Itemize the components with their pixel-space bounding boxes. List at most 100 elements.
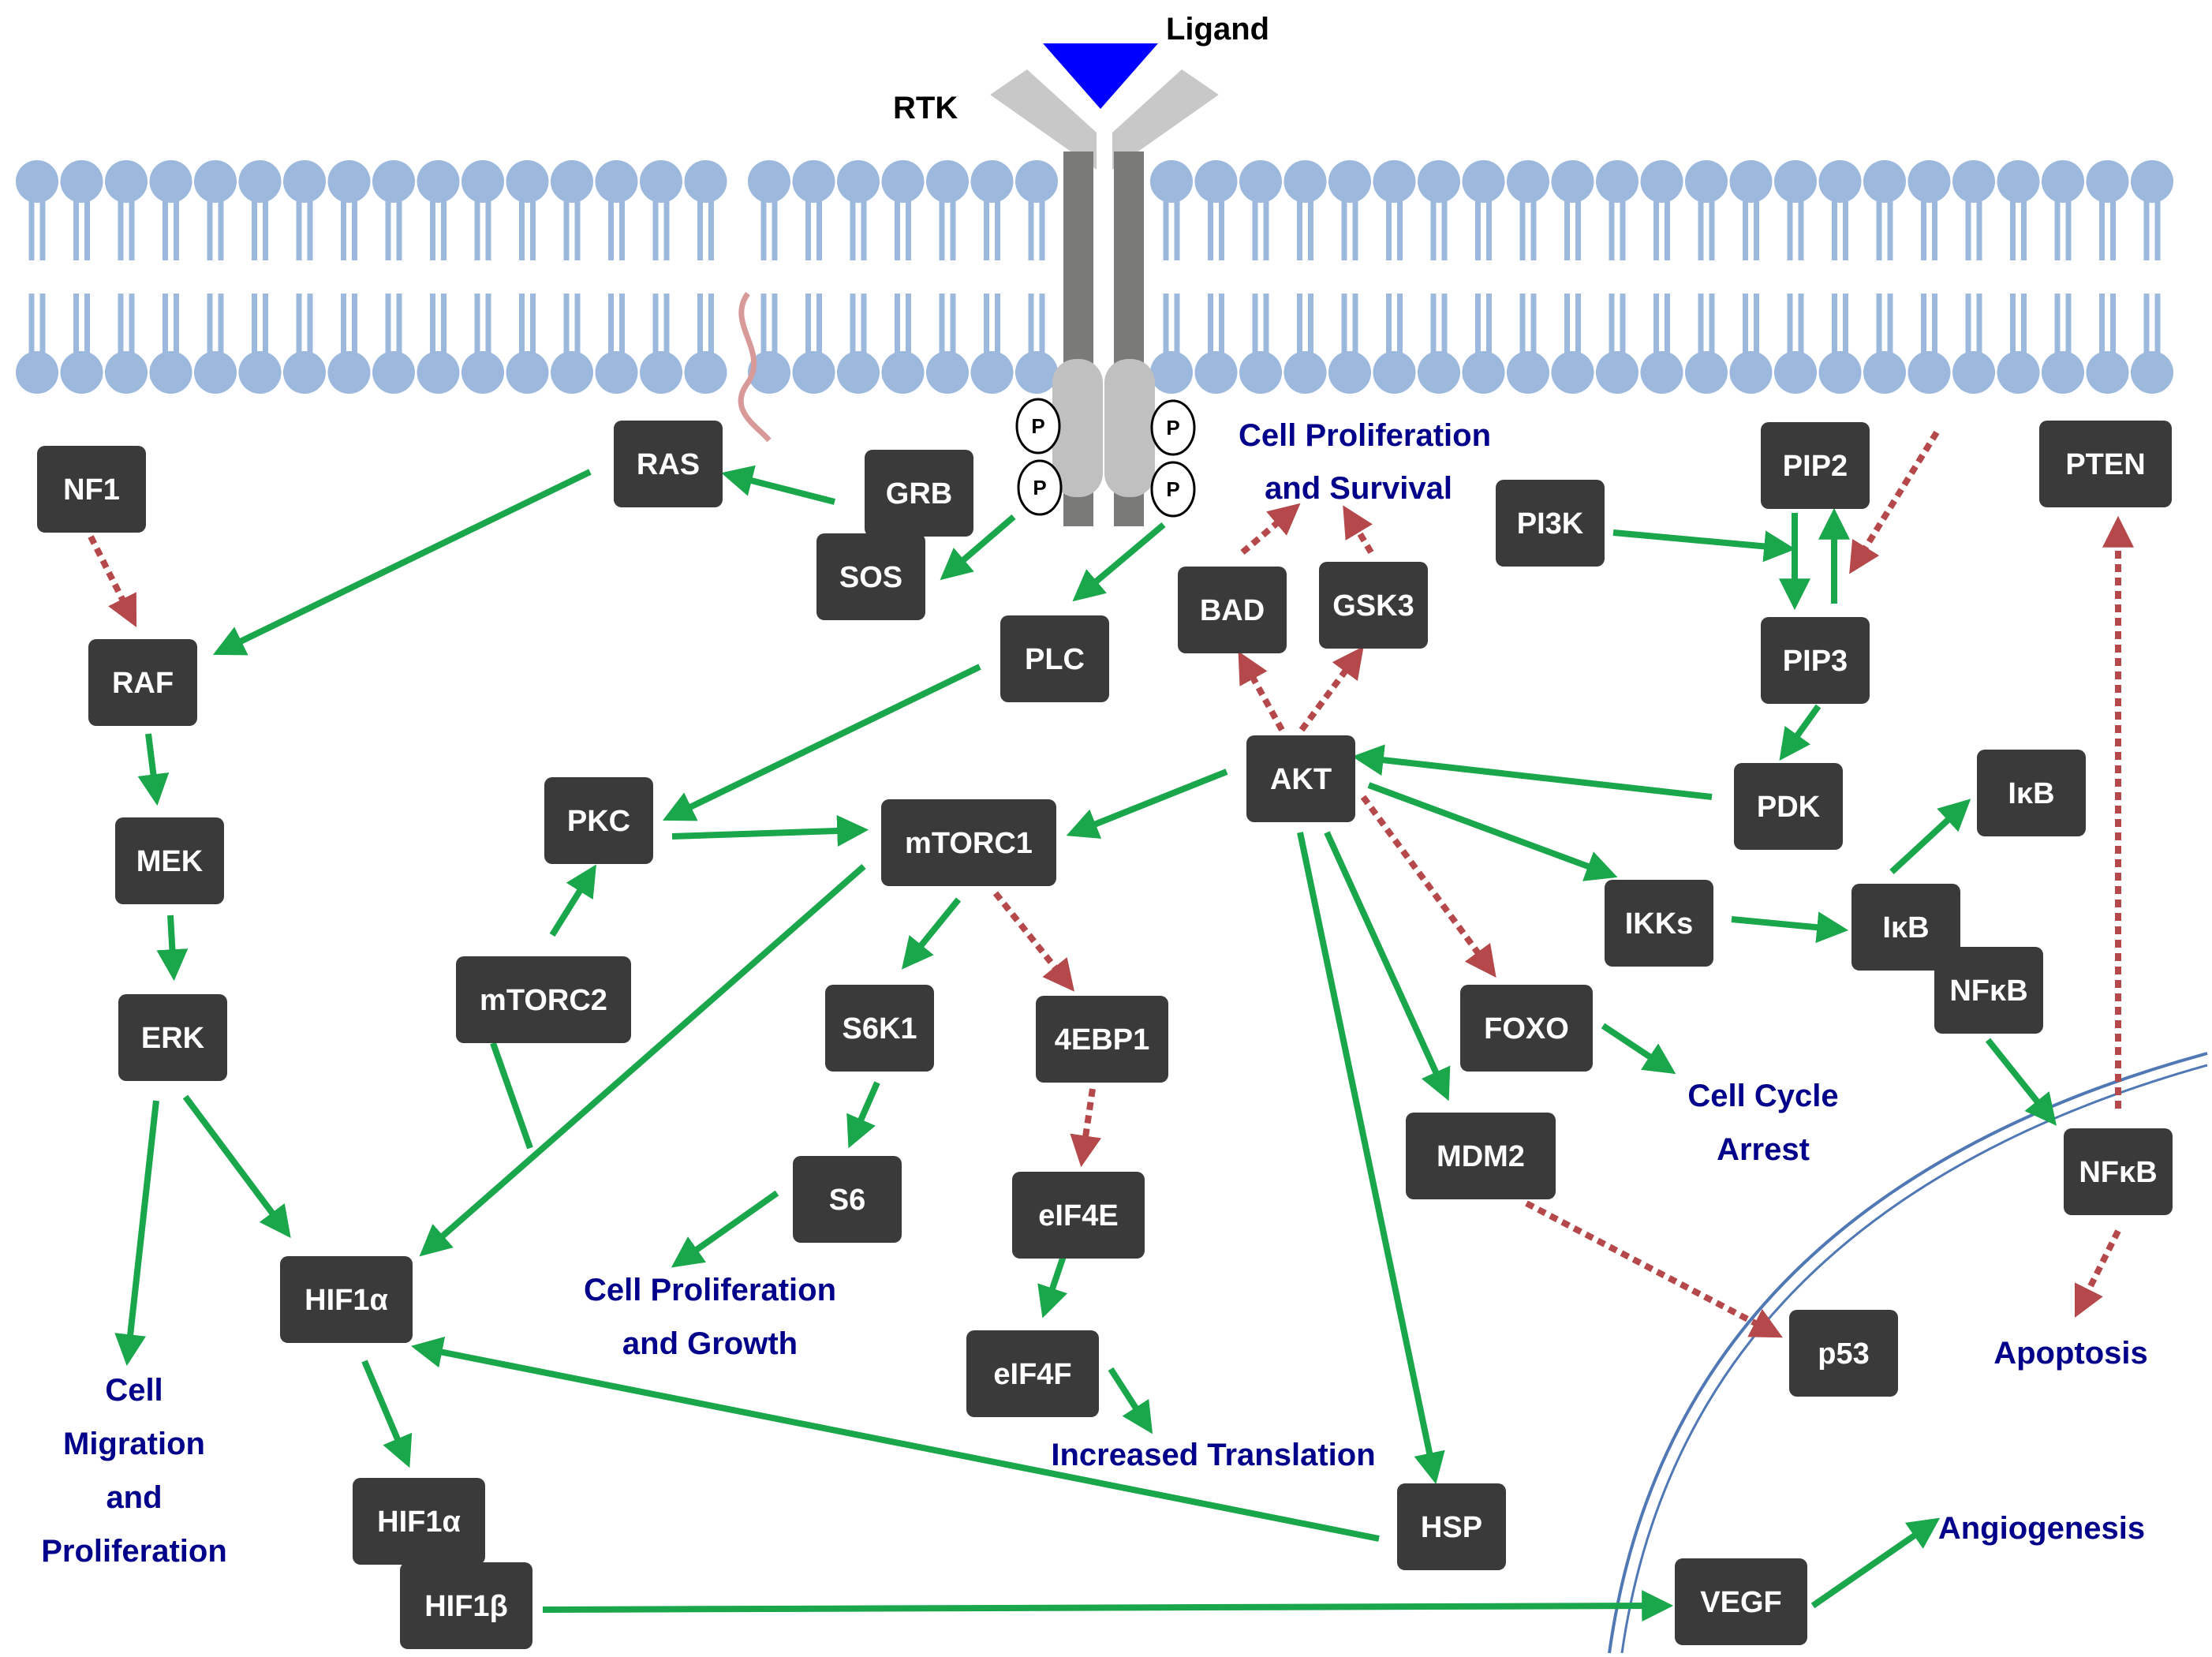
node-hif1a-dimer: HIF1α [353,1478,485,1565]
lipid-head [792,351,835,394]
lipid-head [1283,160,1327,203]
lipid-head [461,160,504,203]
svg-text:IκB: IκB [2008,777,2054,810]
lipid-head [2042,160,2084,203]
lipid-head [149,351,192,394]
lipid-head [506,351,549,394]
cell-membrane [16,160,2173,443]
lipid-head [1729,160,1773,203]
svg-text:IκB: IκB [1882,911,1929,944]
node-pip2: PIP2 [1761,422,1870,509]
edge-hif1b-to-vegf [542,1590,1674,1622]
edge-akt-to-hsp [1297,832,1445,1484]
lipid-head [1907,160,1951,203]
activation-edges [114,465,2057,1622]
membrane-lipids-middle [748,160,1058,394]
phosphate-group: P [1015,398,1061,454]
lipid-head [1418,351,1460,394]
lipid-head [1640,351,1683,394]
lipid-head [1418,160,1460,203]
outcome-cell-proliferation-growth: Cell Proliferation [584,1273,836,1307]
edge-bad-to-survival [1240,503,1301,555]
svg-text:HIF1β: HIF1β [424,1590,508,1623]
svg-text:ERK: ERK [141,1022,205,1055]
node-s6k1: S6K1 [825,985,934,1072]
node-erk: ERK [118,994,227,1081]
edge-nfkb-to-apoptosis [2074,1229,2121,1318]
lipid-head [1239,160,1282,203]
node-eif4f: eIF4F [966,1330,1099,1417]
svg-text:mTORC2: mTORC2 [480,984,607,1017]
lipid-head [1551,351,1594,394]
svg-text:PKC: PKC [567,805,630,838]
edge-akt-to-mtorc1 [1066,769,1228,839]
lipid-head [238,351,282,394]
membrane-lipids-left [16,160,727,394]
svg-text:PDK: PDK [1757,791,1821,824]
lipid-head [1507,160,1549,203]
lipid-head [372,351,415,394]
outcome-apoptosis: Apoptosis [1993,1336,2148,1371]
svg-text:RAF: RAF [112,667,174,700]
outcome-cell-proliferation-growth: and Growth [622,1326,798,1361]
svg-text:P: P [1166,416,1179,439]
node-pkc: PKC [544,777,653,864]
lipid-head [1863,160,1906,203]
edge-pdk-to-akt [1351,744,1713,800]
svg-text:eIF4E: eIF4E [1038,1199,1118,1232]
lipid-head [1818,351,1862,394]
edge-pkc-to-mtorc1 [671,814,869,847]
node-hif1a: HIF1α [280,1256,413,1343]
lipid-head [640,160,682,203]
svg-text:PIP2: PIP2 [1783,450,1848,483]
lipid-head [640,351,682,394]
lipid-head [881,351,925,394]
lipid-head [595,351,638,394]
lipid-head [1685,160,1728,203]
node-vegf: VEGF [1675,1558,1807,1645]
lipid-head [194,351,237,394]
outcome-cell-proliferation-survival: and Survival [1265,471,1452,506]
lipid-head [684,160,727,203]
lipid-head [372,160,415,203]
node-hsp: HSP [1397,1483,1506,1570]
edge-akt-to-ikks [1367,782,1618,881]
node-ikks: IKKs [1605,880,1713,967]
edge-mtorc1-to-s6k1 [901,897,962,970]
svg-text:GSK3: GSK3 [1332,589,1414,623]
lipid-head [1952,160,1995,203]
edge-akt-inhibits-bad [1238,651,1285,731]
edge-pi3k-to-pip [1612,529,1796,563]
outcome-angiogenesis: Angiogenesis [1938,1511,2145,1546]
edge-ikb-to-ikb-free [1889,799,1971,874]
edge-eif4f-to-translation [1108,1367,1153,1434]
lipid-head [551,160,593,203]
node-s6: S6 [793,1156,902,1243]
lipid-head [1997,160,2040,203]
svg-text:S6: S6 [829,1184,865,1217]
edge-mtorc2-to-pkc [549,864,596,937]
lipid-head [1952,351,1995,394]
lipid-head [461,351,504,394]
lipid-head [1640,160,1683,203]
svg-text:mTORC1: mTORC1 [905,827,1033,860]
svg-text:NF1: NF1 [63,473,120,507]
node-4ebp1: 4EBP1 [1036,996,1168,1083]
lipid-head [926,160,969,203]
edge-eif4e-to-eif4f [1037,1255,1068,1318]
lipid-head [417,351,460,394]
lipid-head [1596,351,1638,394]
membrane-lipids-right [1150,160,2173,394]
ligand-label: Ligand [1166,12,1269,47]
lipid-head [1596,160,1638,203]
lipid-head [792,160,835,203]
lipid-head [1194,351,1238,394]
svg-text:PLC: PLC [1025,643,1085,676]
node-nfkb-complex: NFκB [1934,947,2043,1034]
svg-text:BAD: BAD [1200,594,1265,627]
lipid-head [1150,160,1193,203]
outcome-cell-proliferation-survival: Cell Proliferation [1239,418,1491,453]
outcome-cell-cycle-arrest: Cell Cycle [1687,1079,1838,1113]
lipid-head [926,351,969,394]
